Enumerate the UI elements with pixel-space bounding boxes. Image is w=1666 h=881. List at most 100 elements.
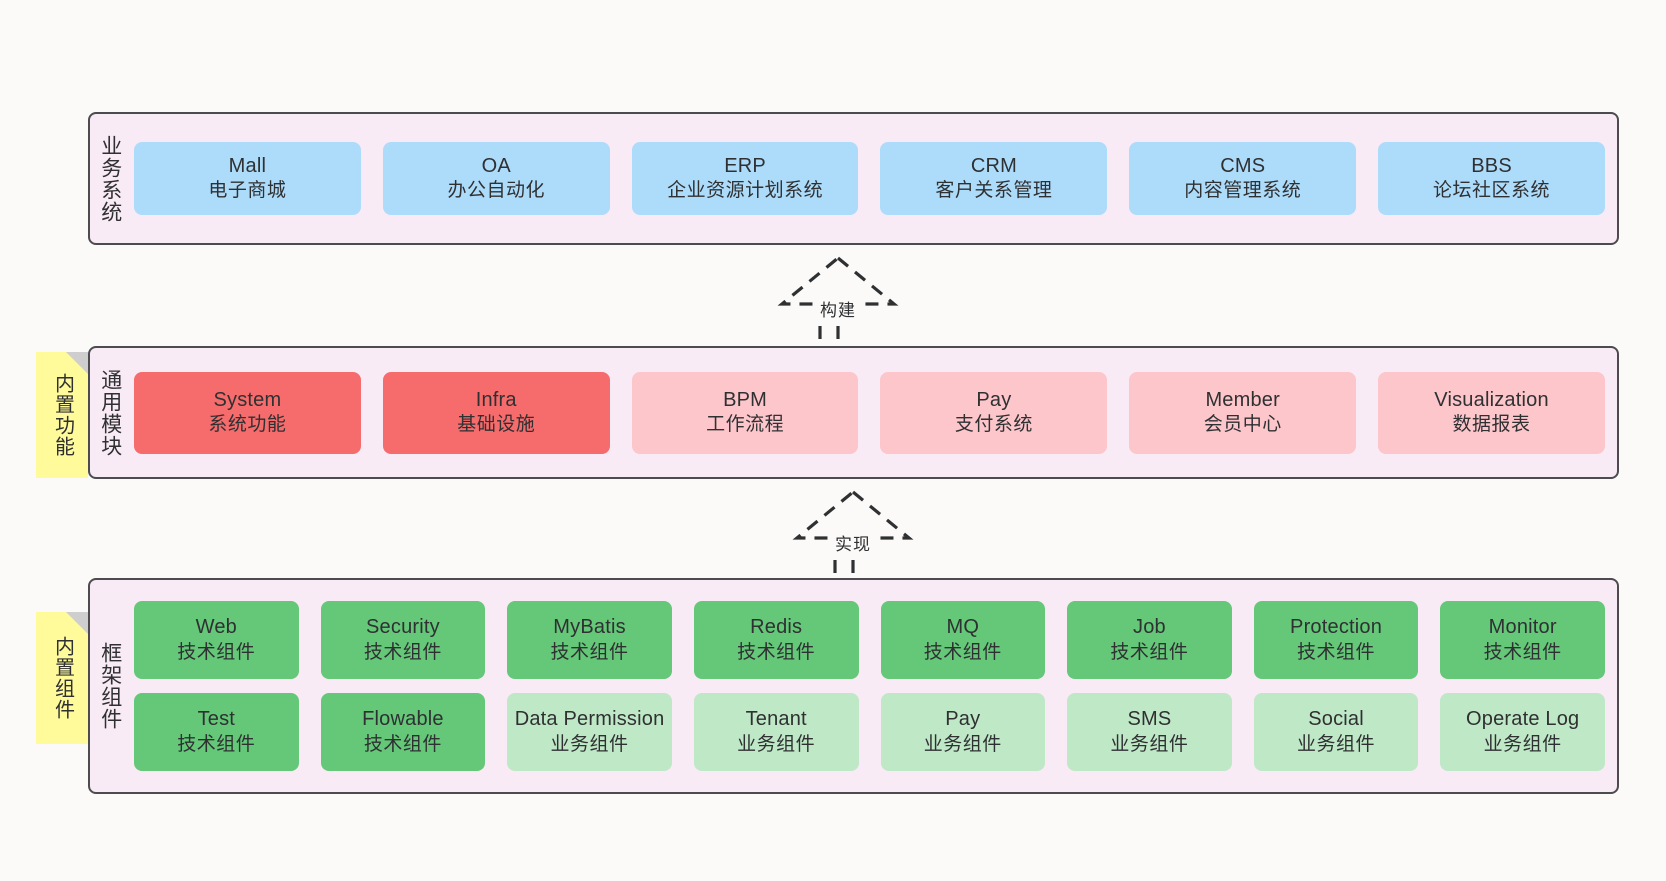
card-cms-en: CMS	[1220, 154, 1266, 177]
card-web[interactable]: Web 技术组件	[134, 601, 299, 679]
card-pay-component-cn: 业务组件	[923, 733, 1002, 755]
card-security-en: Security	[366, 616, 440, 639]
card-data-permission[interactable]: Data Permission 业务组件	[507, 693, 672, 771]
framework-business-row: Test 技术组件 Flowable 技术组件 Data Permission …	[134, 693, 1605, 771]
card-oa-en: OA	[481, 154, 511, 177]
build-connector: 构建	[748, 252, 928, 348]
card-visualization[interactable]: Visualization 数据报表	[1378, 371, 1605, 454]
card-tenant-en: Tenant	[745, 708, 807, 731]
card-protection-cn: 技术组件	[1297, 641, 1376, 663]
card-cms-cn: 内容管理系统	[1184, 180, 1302, 202]
sticky-note-builtin-components-label: 内置组件	[51, 636, 74, 720]
card-sms-en: SMS	[1127, 708, 1172, 731]
card-security[interactable]: Security 技术组件	[320, 601, 486, 679]
layer-framework-components: 框架组件 Web 技术组件 Security 技术组件 MyBatis 技术组件…	[88, 578, 1619, 794]
card-flowable-en: Flowable	[362, 708, 444, 731]
card-erp-en: ERP	[724, 154, 766, 177]
implement-connector-label: 实现	[833, 530, 873, 555]
card-system[interactable]: System 系统功能	[134, 371, 361, 454]
card-bpm[interactable]: BPM 工作流程	[631, 371, 859, 454]
card-operate-log-cn: 业务组件	[1483, 733, 1562, 755]
card-social-en: Social	[1308, 708, 1364, 731]
card-redis-cn: 技术组件	[737, 641, 816, 663]
card-flowable[interactable]: Flowable 技术组件	[320, 693, 486, 771]
card-pay-component-en: Pay	[945, 708, 981, 731]
card-visualization-cn: 数据报表	[1452, 414, 1531, 436]
card-test[interactable]: Test 技术组件	[134, 693, 299, 771]
card-flowable-cn: 技术组件	[363, 733, 442, 755]
card-bbs[interactable]: BBS 论坛社区系统	[1378, 142, 1605, 215]
card-cms[interactable]: CMS 内容管理系统	[1129, 142, 1357, 215]
common-modules-row: System 系统功能 Infra 基础设施 BPM 工作流程 Pay 支付系统…	[134, 371, 1605, 454]
card-erp[interactable]: ERP 企业资源计划系统	[631, 142, 859, 215]
layer-common-modules: 通用模块 System 系统功能 Infra 基础设施 BPM 工作流程 Pay…	[88, 346, 1619, 479]
card-job-en: Job	[1133, 616, 1166, 639]
sticky-note-builtin-features: 内置功能	[36, 352, 88, 478]
card-bpm-en: BPM	[723, 388, 768, 411]
card-mybatis-en: MyBatis	[553, 616, 626, 639]
card-crm[interactable]: CRM 客户关系管理	[880, 142, 1108, 215]
card-infra[interactable]: Infra 基础设施	[382, 371, 610, 454]
sticky-note-builtin-components: 内置组件	[36, 612, 88, 744]
card-crm-en: CRM	[970, 154, 1017, 177]
card-mq-cn: 技术组件	[923, 641, 1002, 663]
card-security-cn: 技术组件	[363, 641, 442, 663]
sticky-fold-icon	[66, 352, 88, 374]
card-member[interactable]: Member 会员中心	[1129, 371, 1357, 454]
card-mybatis[interactable]: MyBatis 技术组件	[507, 601, 672, 679]
card-pay-module-en: Pay	[976, 388, 1012, 411]
sticky-note-builtin-features-label: 内置功能	[51, 373, 74, 457]
card-operate-log[interactable]: Operate Log 业务组件	[1440, 693, 1605, 771]
card-pay-component[interactable]: Pay 业务组件	[880, 693, 1046, 771]
card-data-permission-cn: 业务组件	[550, 733, 629, 755]
card-bbs-en: BBS	[1471, 154, 1512, 177]
card-sms-cn: 业务组件	[1110, 733, 1189, 755]
card-redis[interactable]: Redis 技术组件	[693, 601, 859, 679]
layer-business-system-body: Mall 电子商城 OA 办公自动化 ERP 企业资源计划系统 CRM 客户关系…	[130, 114, 1617, 243]
card-mall-cn: 电子商城	[208, 180, 287, 202]
card-job[interactable]: Job 技术组件	[1067, 601, 1232, 679]
build-arrow-head	[777, 255, 899, 306]
card-pay-module-cn: 支付系统	[954, 414, 1033, 436]
layer-business-system-title: 业务系统	[98, 134, 122, 223]
card-oa[interactable]: OA 办公自动化	[382, 142, 610, 215]
card-social[interactable]: Social 业务组件	[1253, 693, 1419, 771]
card-mall-en: Mall	[228, 154, 267, 177]
card-operate-log-en: Operate Log	[1465, 708, 1580, 731]
framework-tech-row: Web 技术组件 Security 技术组件 MyBatis 技术组件 Redi…	[134, 601, 1605, 679]
card-erp-cn: 企业资源计划系统	[667, 180, 824, 202]
card-infra-cn: 基础设施	[457, 414, 536, 436]
layer-framework-components-body: Web 技术组件 Security 技术组件 MyBatis 技术组件 Redi…	[130, 580, 1617, 792]
card-job-cn: 技术组件	[1110, 641, 1189, 663]
sticky-fold-icon	[66, 612, 88, 634]
card-monitor-cn: 技术组件	[1483, 641, 1562, 663]
card-tenant[interactable]: Tenant 业务组件	[693, 693, 859, 771]
implement-arrow-head	[792, 489, 914, 540]
card-tenant-cn: 业务组件	[737, 733, 816, 755]
card-member-cn: 会员中心	[1203, 414, 1282, 436]
build-connector-label: 构建	[818, 296, 858, 321]
card-system-cn: 系统功能	[208, 414, 287, 436]
card-test-en: Test	[197, 708, 236, 731]
card-mq[interactable]: MQ 技术组件	[880, 601, 1046, 679]
card-mq-en: MQ	[946, 616, 980, 639]
card-bpm-cn: 工作流程	[706, 414, 785, 436]
card-protection[interactable]: Protection 技术组件	[1253, 601, 1419, 679]
layer-common-modules-body: System 系统功能 Infra 基础设施 BPM 工作流程 Pay 支付系统…	[130, 348, 1617, 477]
layer-framework-components-title: 框架组件	[98, 642, 122, 730]
implement-connector: 实现	[763, 486, 943, 582]
card-sms[interactable]: SMS 业务组件	[1067, 693, 1232, 771]
card-web-cn: 技术组件	[177, 641, 256, 663]
layer-common-modules-title: 通用模块	[98, 368, 122, 457]
card-mall[interactable]: Mall 电子商城	[134, 142, 361, 215]
card-monitor[interactable]: Monitor 技术组件	[1440, 601, 1605, 679]
card-protection-en: Protection	[1290, 616, 1383, 639]
card-system-en: System	[213, 388, 282, 411]
card-social-cn: 业务组件	[1297, 733, 1376, 755]
card-web-en: Web	[195, 616, 237, 639]
card-infra-en: Infra	[475, 388, 517, 411]
card-mybatis-cn: 技术组件	[550, 641, 629, 663]
card-pay-module[interactable]: Pay 支付系统	[880, 371, 1108, 454]
card-test-cn: 技术组件	[177, 733, 256, 755]
